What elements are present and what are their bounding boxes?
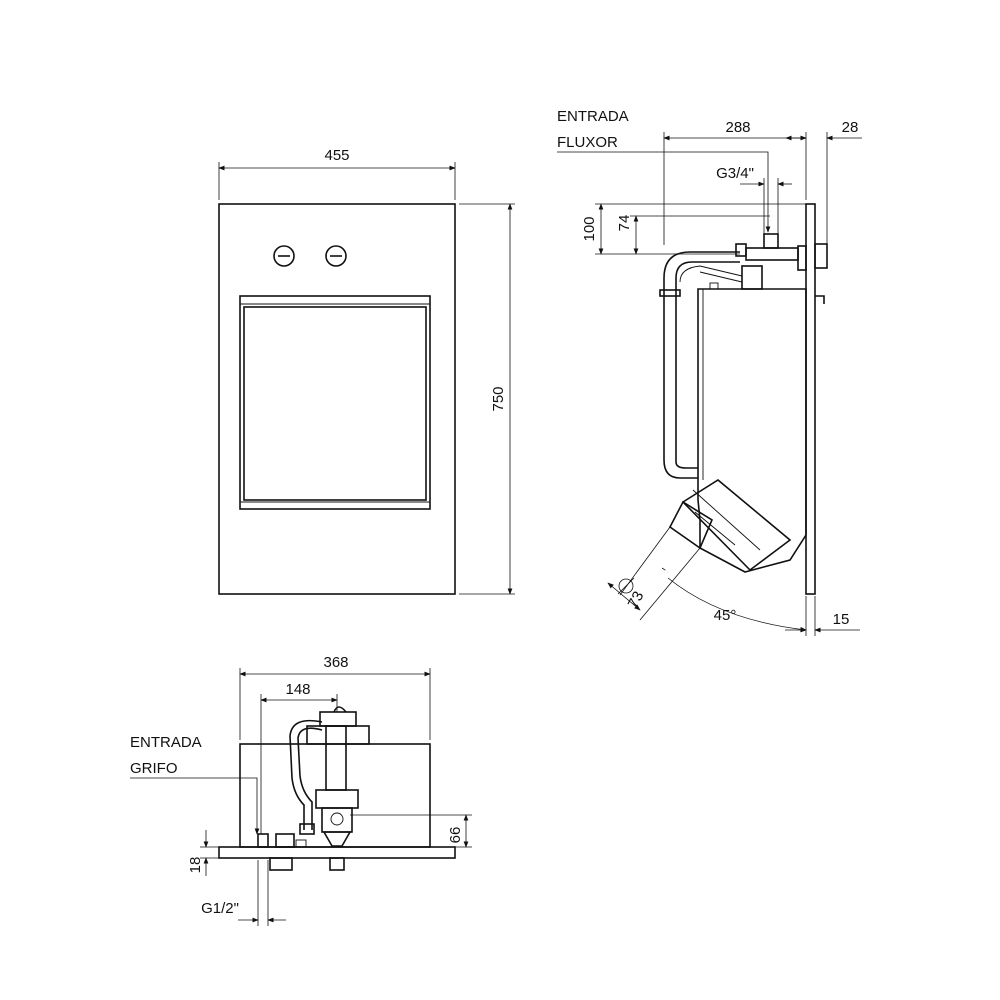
top-tap-inlet bbox=[257, 833, 307, 871]
push-button-left bbox=[273, 245, 295, 267]
basin-opening bbox=[243, 306, 427, 501]
top-height-66-dimension: 66 bbox=[350, 814, 472, 848]
top-valve-assembly bbox=[306, 706, 370, 871]
side-height-74-label: 74 bbox=[616, 215, 633, 232]
basin-body bbox=[697, 288, 807, 573]
top-plate bbox=[218, 846, 456, 859]
side-view: ENTRADA FLUXOR 288 28 G3/4" bbox=[557, 108, 862, 636]
top-thread-dimension: G1/2" bbox=[201, 860, 286, 926]
top-width-dimension: 368 bbox=[239, 654, 431, 740]
inlet-pipe bbox=[659, 251, 743, 479]
top-inlet-label-line2: GRIFO bbox=[130, 760, 178, 777]
front-height-dimension: 750 bbox=[459, 203, 515, 595]
top-thread-label: G1/2" bbox=[201, 900, 239, 917]
front-panel bbox=[218, 203, 456, 595]
top-height-18-label: 18 bbox=[187, 857, 204, 874]
side-wall-offset-dimension: 28 bbox=[785, 119, 862, 244]
side-wall-offset-label: 28 bbox=[842, 119, 859, 136]
front-width-label: 455 bbox=[324, 147, 349, 164]
front-view: 455 750 bbox=[218, 147, 515, 595]
top-offset-dimension: 148 bbox=[260, 681, 338, 834]
basin-frame bbox=[239, 295, 431, 510]
side-depth-label: 288 bbox=[725, 119, 750, 136]
top-offset-label: 148 bbox=[285, 681, 310, 698]
wall-plate bbox=[805, 203, 816, 595]
front-width-dimension: 455 bbox=[218, 147, 456, 200]
front-height-label: 750 bbox=[490, 386, 507, 411]
flush-valve bbox=[709, 233, 828, 304]
side-depth-dimension: 288 bbox=[663, 119, 807, 245]
side-thread-label: G3/4" bbox=[716, 165, 754, 182]
top-height-66-label: 66 bbox=[447, 827, 464, 844]
side-thread-dimension: G3/4" bbox=[716, 165, 792, 234]
side-plate-thickness-label: 15 bbox=[833, 611, 850, 628]
top-inlet-label-line1: ENTRADA bbox=[130, 734, 202, 751]
side-inlet-label-line1: ENTRADA bbox=[557, 108, 629, 125]
top-view: 368 148 ENTRADA GRIFO 66 18 bbox=[130, 654, 472, 926]
side-angle-dimension: 45° bbox=[667, 577, 807, 632]
top-width-label: 368 bbox=[323, 654, 348, 671]
side-outlet-diameter-label: 73 bbox=[625, 589, 648, 612]
side-inlet-label-line2: FLUXOR bbox=[557, 134, 618, 151]
side-angle-label: 45° bbox=[714, 607, 737, 624]
side-height-100-label: 100 bbox=[581, 216, 598, 241]
top-hose bbox=[289, 719, 323, 835]
side-plate-thickness-dimension: 15 bbox=[785, 596, 860, 636]
side-outlet-diameter-dimension: 73 bbox=[607, 526, 701, 621]
top-height-18-dimension: 18 bbox=[187, 830, 219, 876]
push-button-right bbox=[325, 245, 347, 267]
spout bbox=[668, 479, 792, 572]
side-height-dimensions: 100 74 bbox=[581, 203, 806, 255]
